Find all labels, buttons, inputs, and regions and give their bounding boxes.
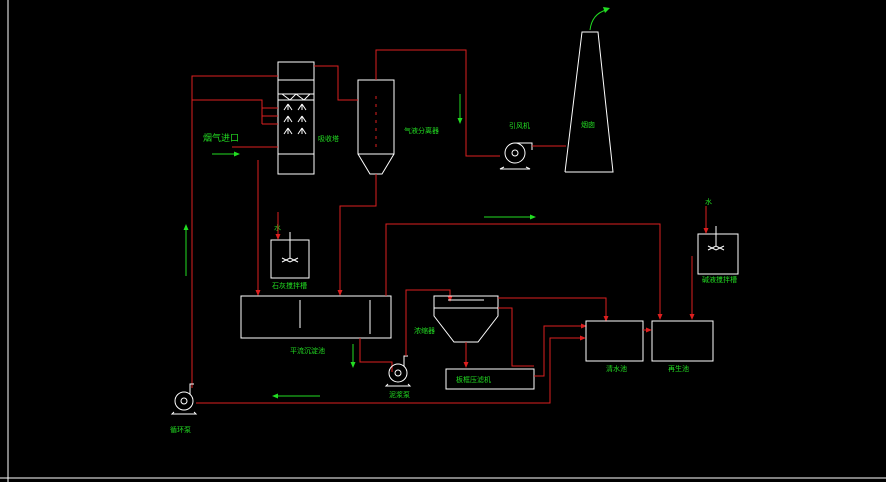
lime-mixing-tank (270, 232, 310, 279)
thickener-side-pipe (498, 307, 534, 367)
tower-to-separator-pipe (314, 65, 358, 101)
filtrate-arrow-icon (581, 323, 587, 329)
sludge-filter-press (445, 368, 535, 390)
settling-tank-label: 平流沉淀池 (290, 346, 325, 355)
separator-drain-pipe (339, 174, 377, 294)
sludge-pump-label: 泥浆泵 (389, 390, 410, 399)
pump-to-thickener-pipe (405, 289, 451, 356)
alkali-mixing-tank-label: 碱液搅拌槽 (702, 275, 737, 284)
lime-mixing-tank-label: 石灰搅拌槽 (272, 281, 307, 290)
settling-down-arrow-icon (350, 344, 356, 368)
filter-press-inlet-arrow-icon (463, 362, 469, 368)
down-arrow-icon (457, 94, 463, 124)
clear-water-inlet-arrow-icon (603, 316, 609, 322)
alkali-mixing-tank (697, 226, 739, 275)
alkali-inlet-arrow-icon (689, 314, 695, 320)
regeneration-tank-label: 再生池 (668, 364, 689, 373)
chimney (564, 31, 614, 173)
clear-water-tank (585, 320, 644, 362)
exhaust-arrow-icon (589, 7, 610, 31)
thickener-overflow-pipe (498, 297, 607, 320)
regeneration-inlet-arrow-icon (646, 327, 652, 333)
filtrate-pipe (534, 325, 584, 377)
right-arrow-icon (484, 214, 536, 220)
regeneration-tank (651, 320, 714, 362)
induced-draft-fan (499, 142, 533, 170)
up-arrow-icon (183, 224, 189, 276)
separator-drain-arrow-icon (337, 290, 343, 296)
chimney-label: 烟囱 (581, 120, 595, 129)
gas-liquid-separator-label: 气液分离器 (404, 126, 439, 135)
gas-liquid-separator (357, 79, 395, 175)
water-right-arrow-icon (703, 228, 709, 234)
separator-to-fan-pipe (375, 49, 500, 157)
tower-drain-arrow-icon (255, 290, 261, 296)
settling-tank (240, 295, 392, 339)
clear-water-tank-label: 清水池 (606, 364, 627, 373)
left-arrow-icon (272, 393, 320, 399)
settling-overflow-arrow-icon (657, 314, 663, 320)
absorption-tower-label: 吸收塔 (318, 134, 339, 143)
flue-gas-inlet-label: 烟气进口 (203, 132, 239, 144)
water-right-label: 水 (705, 197, 712, 206)
return-line-pipe (196, 337, 568, 404)
thickener-label: 浓缩器 (414, 326, 435, 335)
flue-gas-arrow-icon (212, 151, 240, 157)
thickener (433, 295, 499, 343)
sludge-pump (384, 355, 412, 387)
circulation-pump (170, 383, 198, 415)
thickener-inlet-arrow-icon (447, 296, 453, 302)
induced-draft-fan-label: 引风机 (509, 121, 530, 130)
circulation-pump-label: 循环泵 (170, 425, 191, 434)
sludge-filter-press-label: 板框压滤机 (456, 375, 491, 384)
water-left-arrow-icon (275, 234, 281, 240)
spray-nozzles (283, 103, 307, 135)
absorption-tower (277, 61, 315, 175)
settling-overflow-pipe (385, 223, 661, 318)
spray-feed-pipe-1 (191, 75, 278, 109)
settling-to-pump-pipe (359, 338, 393, 372)
